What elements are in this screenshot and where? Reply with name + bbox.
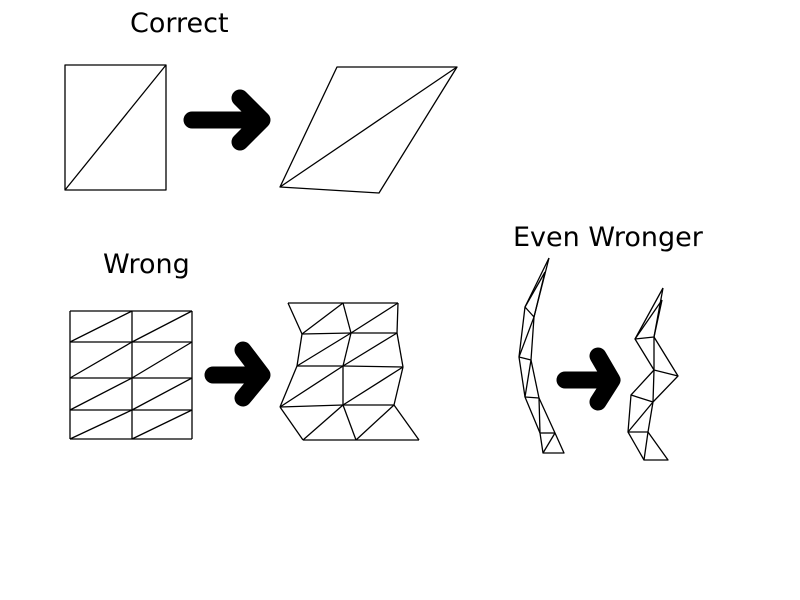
mesh-edge [342,404,357,441]
even-wronger-original-strip [518,257,565,454]
mesh-edge [279,406,304,441]
mesh-edge [355,404,395,441]
correct-original-rectangle [64,64,167,191]
mesh-edge [69,341,133,379]
even-wronger-deformed-strip [627,287,679,461]
arrow-icon [183,89,271,151]
mesh-edge [342,365,404,368]
mesh-edge [279,404,344,408]
mesh-edge [296,333,303,367]
label-correct: Correct [130,8,229,39]
arrow-icon [556,347,621,411]
mesh-edge [296,332,352,367]
mesh-edge [131,310,193,343]
mesh-edge [302,404,344,441]
mesh-edge [279,365,298,408]
mesh-edge [279,365,344,408]
mesh-edge [69,310,133,343]
mesh-edge [69,409,133,440]
mesh-edge [131,377,193,411]
label-even-wronger: Even Wronger [513,222,704,253]
mesh-edge [342,332,398,367]
mesh-edge [69,377,133,411]
mesh-edge [301,332,352,335]
mesh-edge [396,302,399,334]
label-wrong: Wrong [103,249,190,280]
mesh-edge [342,332,352,367]
mesh-edge [342,366,404,406]
mesh-edge [393,404,420,441]
arrow-icon [204,341,271,407]
mesh-edge [131,409,193,440]
wrong-original-grid [69,310,193,440]
mesh-edge [396,332,404,368]
mesh-edge [342,302,352,334]
mesh-edge [301,302,344,335]
mesh-edge [287,302,303,335]
correct-deformed-parallelogram [279,66,458,194]
wrong-deformed-grid [279,302,420,441]
mesh-edge [393,366,404,406]
mesh-edge [350,302,399,334]
mesh-edge [131,341,193,379]
